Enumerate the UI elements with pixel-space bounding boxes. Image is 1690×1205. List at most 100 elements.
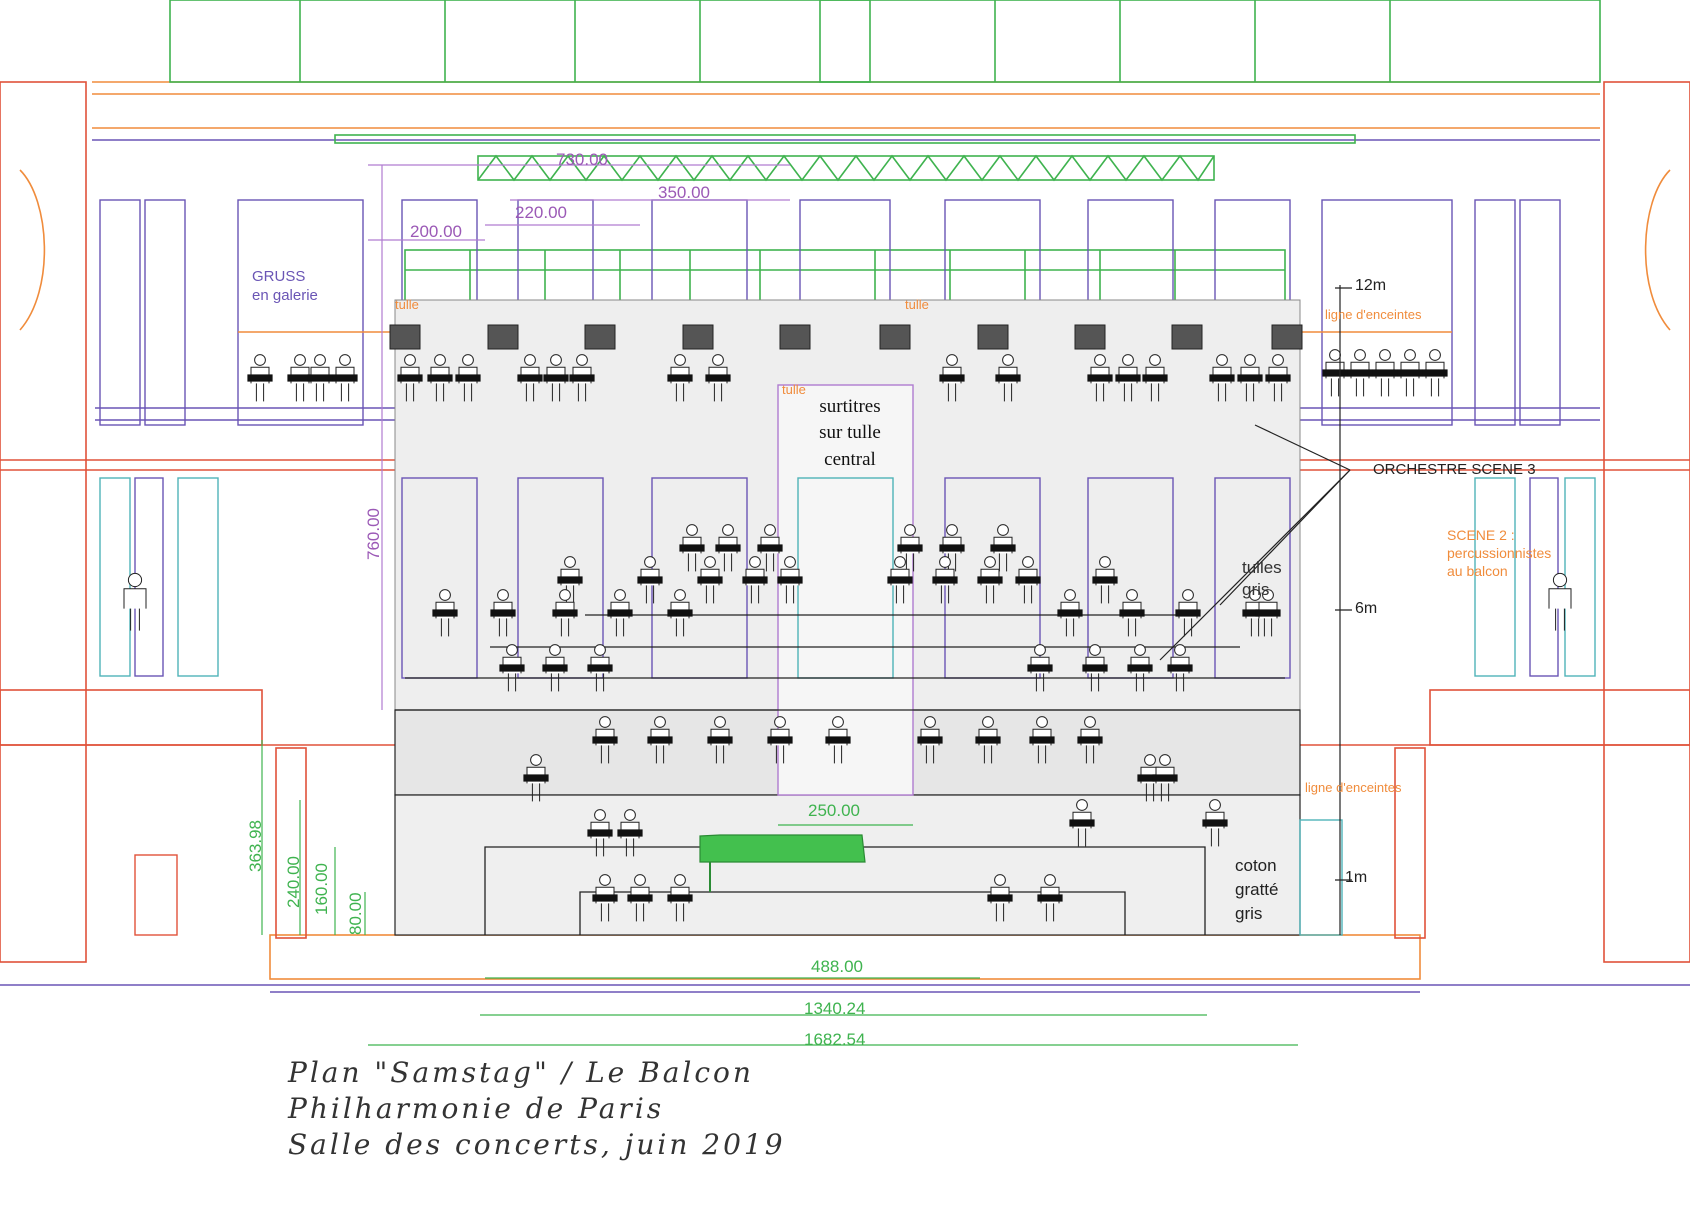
lower-step: [579, 891, 1126, 935]
music-stand: [1077, 736, 1103, 744]
music-stand: [647, 736, 673, 744]
music-stand: [587, 829, 613, 837]
performer-head: [1122, 354, 1134, 366]
dim-1682: 1682.54: [804, 1030, 866, 1049]
performer-figure: [1029, 716, 1055, 764]
performer-figure: [995, 354, 1021, 402]
tulles-gris-label: tulles: [1242, 558, 1282, 577]
performer-figure: [939, 354, 965, 402]
music-stand: [1142, 374, 1168, 382]
performer-figure: [1082, 644, 1108, 692]
piano-lid: [699, 834, 866, 863]
performer-head: [439, 589, 451, 601]
coton-label-2: gratté: [1235, 880, 1279, 899]
performer-figure: [932, 556, 958, 604]
dim-730: 730.00: [556, 150, 608, 169]
performer-figure: [767, 716, 793, 764]
performer-head: [594, 644, 606, 656]
left-door-1: [99, 477, 131, 677]
performer-head: [576, 354, 588, 366]
performer-figure: [1322, 349, 1348, 397]
performer-figure: [627, 874, 653, 922]
music-stand: [995, 374, 1021, 382]
performer-head: [1126, 589, 1138, 601]
performer-figure: [679, 524, 705, 572]
central-tulle: [777, 384, 914, 796]
performer-figure: [1397, 349, 1423, 397]
performer-figure: [715, 524, 741, 572]
music-stand: [715, 544, 741, 552]
performer-figure: [397, 354, 423, 402]
performer-figure: [667, 354, 693, 402]
performer-figure: [707, 716, 733, 764]
performer-figure: [1265, 354, 1291, 402]
tulle-center-label: tulle: [782, 382, 806, 397]
performer-figure: [697, 556, 723, 604]
music-stand: [1037, 894, 1063, 902]
music-stand: [617, 829, 643, 837]
drawing-title-block: Plan "Samstag" / Le Balcon Philharmonie …: [288, 1055, 786, 1163]
performer-figure: [432, 589, 458, 637]
performer-figure: [1237, 354, 1263, 402]
scale-1m: 1m: [1345, 869, 1368, 886]
music-stand: [397, 374, 423, 382]
speaker-box-6: [879, 324, 911, 350]
music-stand: [287, 374, 313, 382]
music-stand: [1029, 736, 1055, 744]
gruss-sub-label: en galerie: [252, 287, 318, 304]
performer-head: [1094, 354, 1106, 366]
performer-figure: [569, 354, 595, 402]
surtitres-label-2: sur tulle: [819, 422, 881, 443]
music-stand: [990, 544, 1016, 552]
scene2-percussion: percussionnistes: [1447, 545, 1552, 561]
scale-6m: 6m: [1355, 600, 1378, 617]
left-box-lower: [0, 689, 263, 746]
left-wall-upper: [0, 81, 87, 963]
top-hatch: [819, 0, 871, 83]
tulle-mid-label: tulle: [905, 297, 929, 312]
right-box-lower: [1429, 689, 1690, 746]
performer-head: [984, 556, 996, 568]
right-lower-door: [1299, 819, 1343, 936]
music-stand: [1372, 369, 1398, 377]
performer-head: [982, 716, 994, 728]
performer-head: [634, 874, 646, 886]
tulle-left-label: tulle: [395, 297, 419, 312]
music-stand: [427, 374, 453, 382]
performer-head: [1209, 799, 1221, 811]
performer-figure: [587, 809, 613, 857]
tulles-gris-sub: gris: [1242, 580, 1270, 599]
dim-363: 363.98: [246, 820, 265, 872]
speaker-row: [389, 324, 1303, 350]
performer-head: [714, 716, 726, 728]
performer-head: [994, 874, 1006, 886]
performer-head: [524, 354, 536, 366]
speaker-box-5: [779, 324, 811, 350]
lower-truss: [404, 249, 1286, 303]
performer-head: [1552, 572, 1568, 588]
performer-head: [530, 754, 542, 766]
music-stand: [432, 609, 458, 617]
dim-80: 80.00: [346, 892, 365, 935]
performer-head: [339, 354, 351, 366]
gallery-bay-l2: [144, 199, 186, 426]
performer-head: [462, 354, 474, 366]
performer-figure: [1167, 644, 1193, 692]
performer-head: [939, 556, 951, 568]
music-stand: [697, 576, 723, 584]
music-stand: [667, 374, 693, 382]
music-stand: [592, 894, 618, 902]
performer-head: [1174, 644, 1186, 656]
music-stand: [1027, 664, 1053, 672]
performer-head: [774, 716, 786, 728]
performers-layer: [123, 349, 1572, 922]
music-stand: [897, 544, 923, 552]
music-stand: [1092, 576, 1118, 584]
performer-head: [1249, 589, 1261, 601]
performer-head: [1076, 799, 1088, 811]
performer-head: [564, 556, 576, 568]
music-stand: [543, 374, 569, 382]
performer-figure: [523, 754, 549, 802]
performer-head: [614, 589, 626, 601]
music-stand: [1152, 774, 1178, 782]
